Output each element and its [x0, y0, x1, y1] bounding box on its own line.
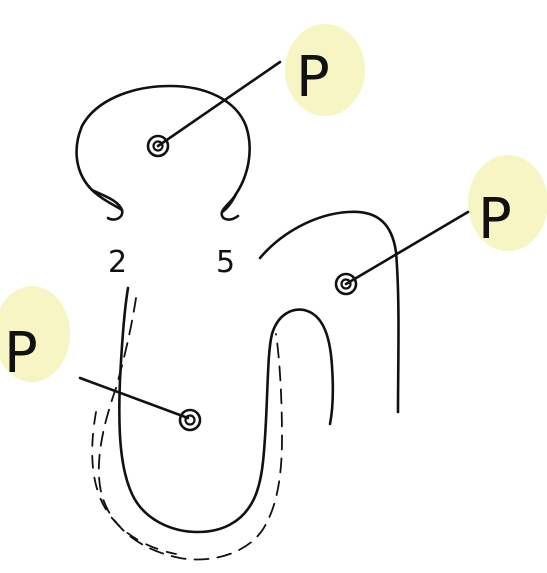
phosphate-label-top: P — [296, 45, 330, 110]
strand-end-label-5: 5 — [216, 245, 235, 280]
loop-hook-right — [222, 194, 238, 219]
dashed-strand-inner — [92, 412, 176, 554]
phosphate-label-right: P — [478, 187, 512, 252]
strand-end-label-2: 2 — [108, 245, 127, 280]
phosphate-marker-left — [180, 410, 200, 430]
upper-loop-strand — [77, 86, 250, 212]
leader-line-right — [346, 212, 468, 284]
right-arch-strand — [260, 212, 399, 412]
lower-u-strand — [119, 288, 333, 532]
phosphate-label-left: P — [4, 321, 38, 386]
leader-line-top — [158, 62, 280, 146]
